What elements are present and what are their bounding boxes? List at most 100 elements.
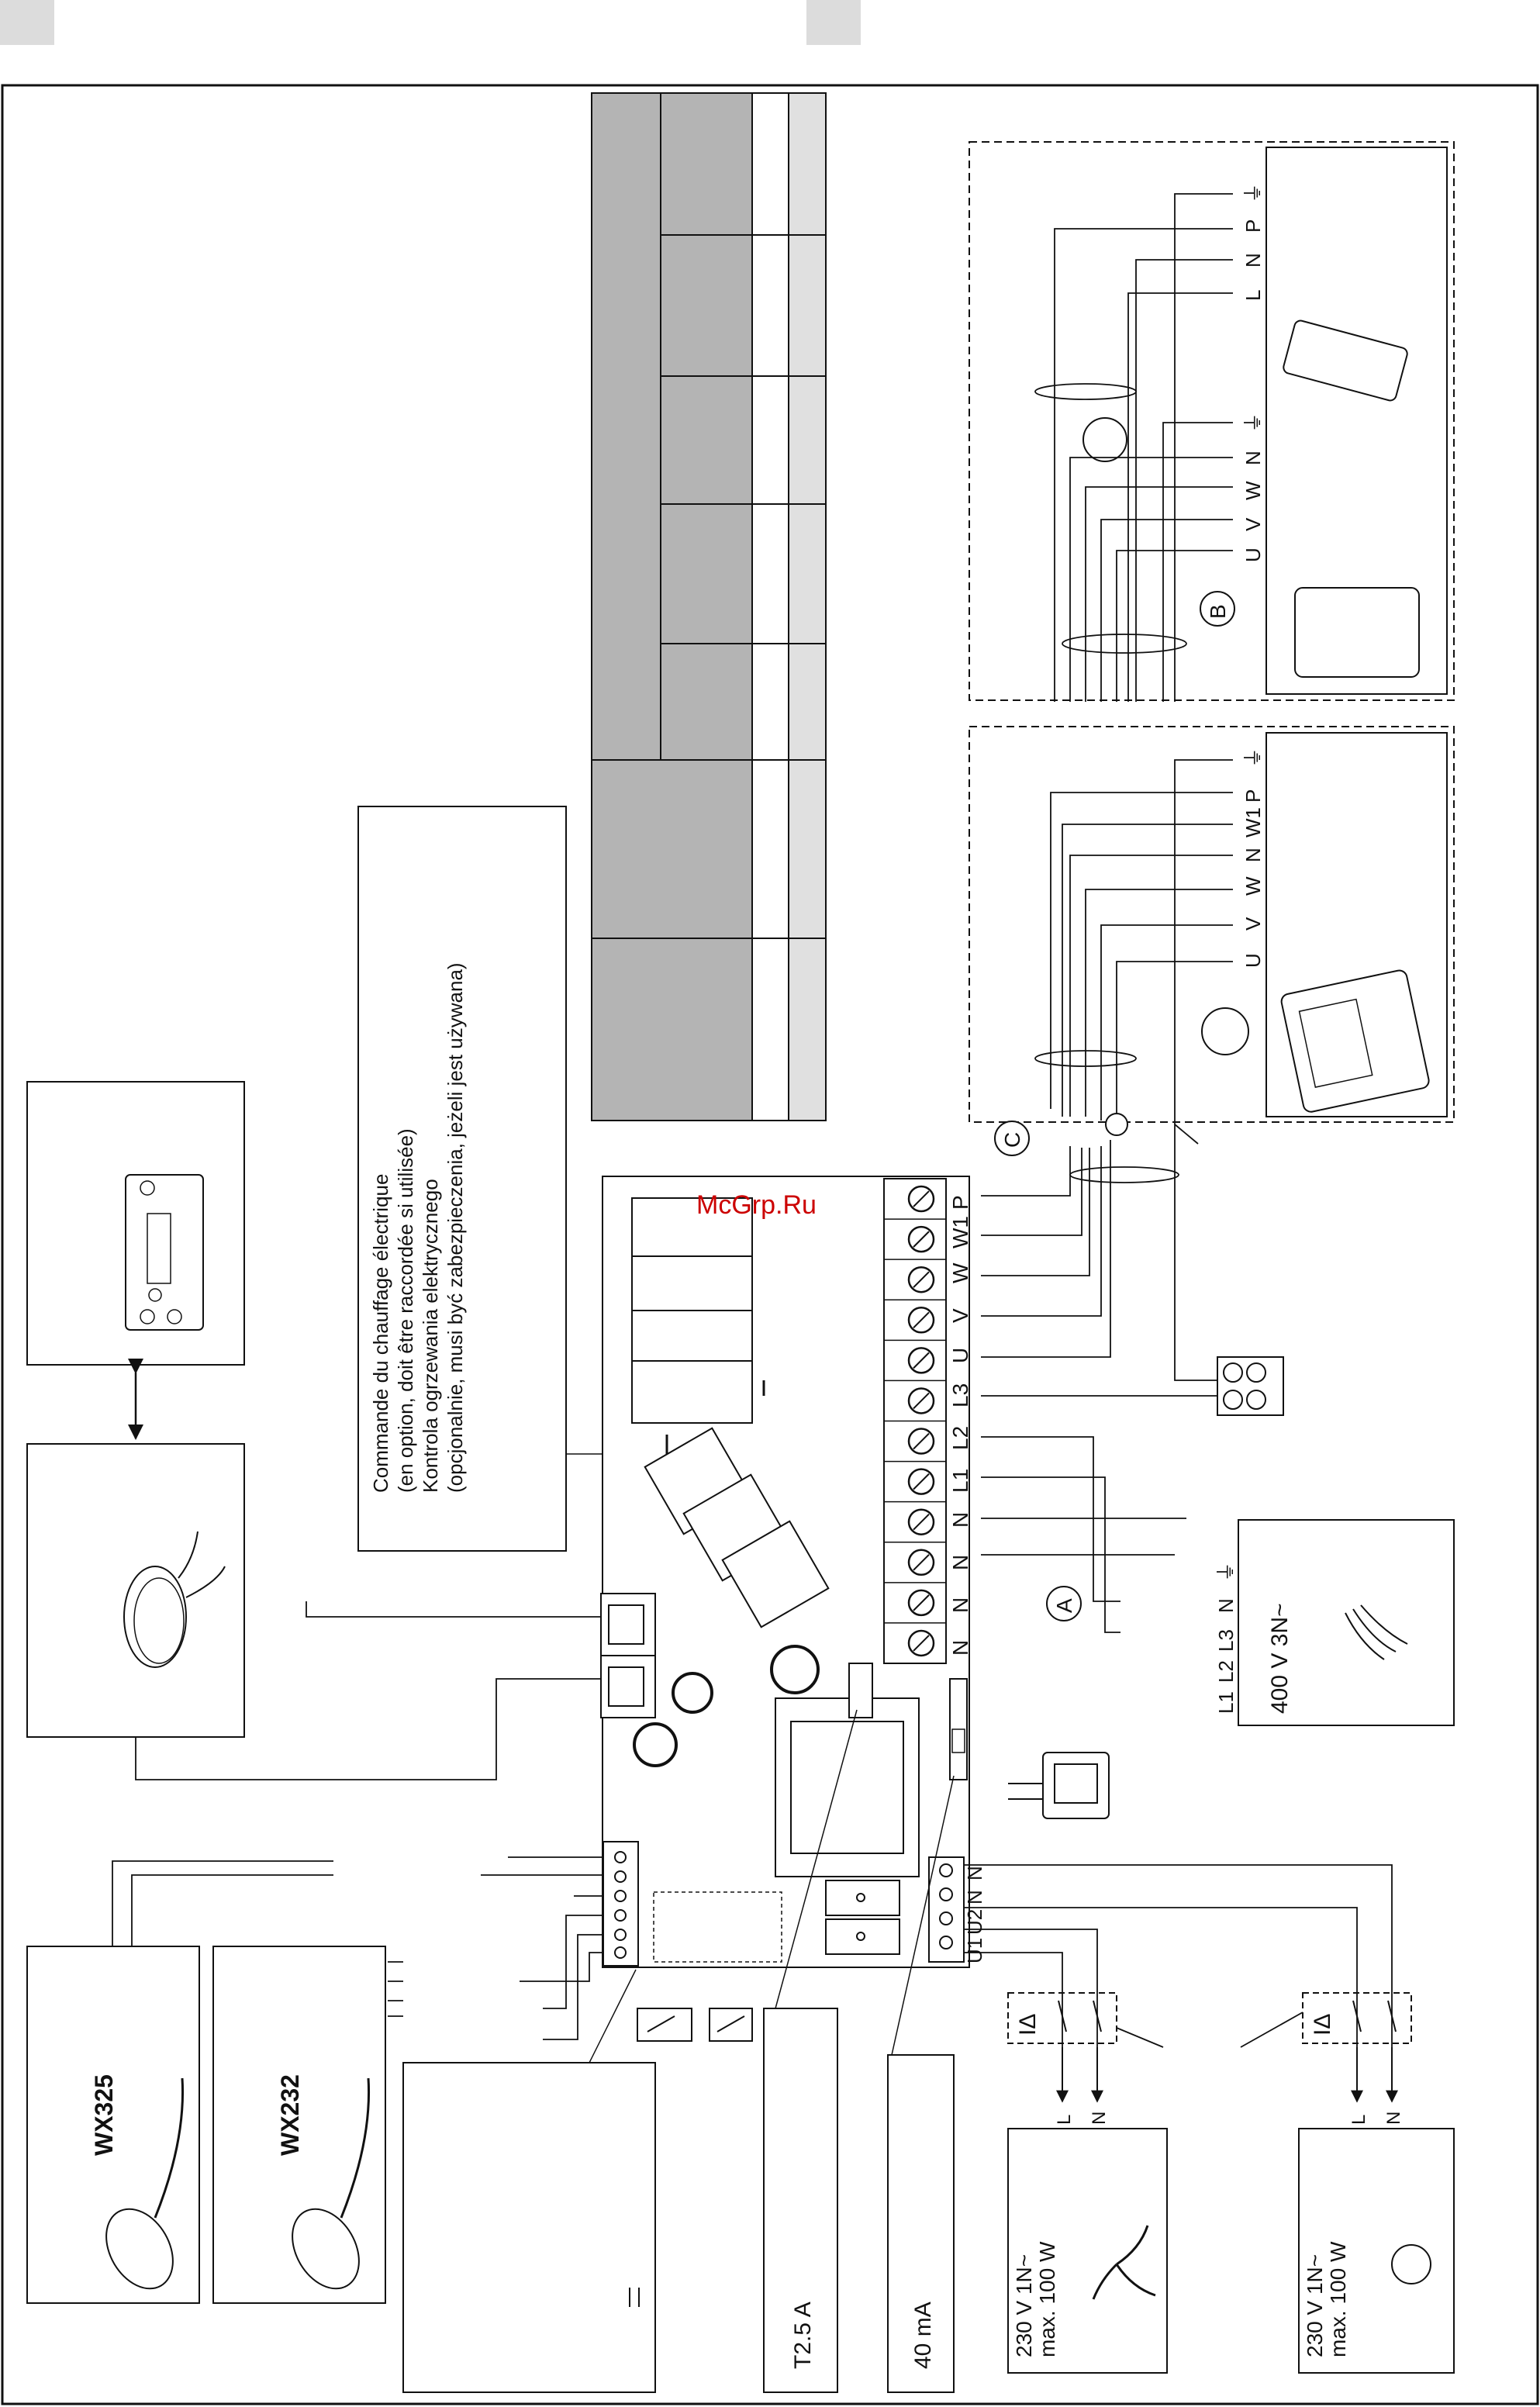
marker-a-circle (1046, 1586, 1082, 1621)
note-line-2: (en option, doit être raccordée si utili… (394, 1128, 417, 1493)
terminal-screw-slot (913, 1231, 930, 1248)
terminal-screw-slot (913, 1473, 930, 1490)
terminal-screw-slot (913, 1190, 930, 1207)
hw-label-w1: W1 (1241, 807, 1265, 837)
terminal-screw[interactable] (907, 1185, 935, 1213)
terminal-screw-slot (913, 1311, 930, 1328)
main-terminal-block (883, 1178, 947, 1664)
contact-switches (637, 2008, 753, 2042)
terminal-screw[interactable] (907, 1347, 935, 1374)
relay-output-wires (964, 1864, 1393, 2086)
terminal-label-n3: N (948, 1555, 972, 1570)
rcd-light-symbol: IΔ (1310, 2014, 1335, 2036)
terminal-label-n4: N (948, 1512, 972, 1528)
hd2-label-l: L (1241, 290, 1265, 301)
terminal-screw-slot (913, 1432, 930, 1450)
sensor-wx325-box: WX325 (26, 1946, 200, 2304)
lightbulb-icon (1391, 2244, 1431, 2284)
terminal-label-v: V (948, 1308, 972, 1323)
sensor-wx232-box: WX232 (212, 1946, 386, 2304)
control-panel-box (26, 1081, 245, 1366)
fan-output-box: 230 V 1N~ max. 100 W L N (1007, 2112, 1168, 2374)
terminal-label-p: P (948, 1195, 972, 1210)
relay-label-u1: U1 (963, 1938, 986, 1963)
hd-label-ground: ⏚ (1241, 413, 1265, 433)
hw-label-ground: ⏚ (1241, 748, 1265, 768)
minus-button-icon (167, 1309, 182, 1324)
terminal-screw[interactable] (907, 1307, 935, 1334)
module-box (402, 2062, 656, 2393)
heater-box-delta: B (969, 141, 1455, 701)
hd-label-w: W (1241, 481, 1265, 500)
sensor-terminal-block (603, 1841, 639, 1967)
terminal-screw-slot (913, 1635, 930, 1652)
hd-label-n: N (1241, 451, 1265, 465)
fuse-label: T2.5 A (790, 2302, 816, 2369)
hw-label-v: V (1241, 917, 1265, 931)
fan-supply-line2: max. 100 W (1035, 2241, 1059, 2357)
supply-rating: 400 V 3N~ (1267, 1603, 1293, 1714)
supply-l2: L2 (1214, 1660, 1238, 1683)
hw-label-w: W (1241, 876, 1265, 896)
cable-junction (1105, 1113, 1128, 1136)
terminal-screw[interactable] (907, 1225, 935, 1253)
page-frame (1, 84, 1539, 2405)
terminal-screw[interactable] (907, 1508, 935, 1535)
supply-ground: ⏚ (1214, 1562, 1238, 1582)
marker-b: B (1206, 604, 1230, 619)
left-wires (112, 1601, 603, 2040)
heater-wires (1034, 193, 1256, 1381)
heater-delta-labels: U V W N ⏚ L N P ⏚ (1241, 183, 1265, 562)
relay-terminal-block: N N U2 U1 (928, 1856, 986, 1963)
heater-wye-labels: U V W N W1 P ⏚ (1241, 748, 1265, 968)
terminal-label-l1: L1 (948, 1469, 972, 1493)
fan-n: N (1089, 2112, 1110, 2125)
hw-label-p: P (1241, 789, 1265, 803)
supply-n: N (1214, 1598, 1238, 1613)
relay-label-u2: U2 (963, 1909, 986, 1935)
terminal-screw[interactable] (907, 1589, 935, 1617)
heater-box-wye (969, 726, 1455, 1123)
supply-l1: L1 (1214, 1691, 1238, 1714)
hd2-label-ground: ⏚ (1241, 183, 1265, 203)
marker-c: C (1000, 1132, 1024, 1148)
sensor-wx232-label: WX232 (276, 2074, 304, 2156)
supply-box: L1 L2 L3 N ⏚ 400 V 3N~ (1214, 1519, 1455, 1726)
plus-button-icon (140, 1309, 155, 1324)
marker-a: A (1052, 1598, 1076, 1613)
hd-label-v: V (1241, 517, 1265, 531)
rcd-light: IΔ (1302, 1992, 1412, 2044)
terminal-screw[interactable] (907, 1629, 935, 1657)
terminal-screw[interactable] (907, 1428, 935, 1455)
terminal-screw-slot (913, 1514, 930, 1531)
page-tab-right (806, 0, 861, 45)
fan-icon (1092, 2225, 1156, 2300)
cable-coil-box (26, 1443, 245, 1738)
light-output-box: 230 V 1N~ max. 100 W L N (1298, 2112, 1455, 2374)
terminal-screw-slot (913, 1352, 930, 1369)
terminal-screw[interactable] (907, 1266, 935, 1293)
grey-table (591, 92, 827, 1121)
watermark: McGrp.Ru (696, 1190, 817, 1220)
terminal-label-w1: W1 (948, 1216, 972, 1248)
current-label: 40 mA (910, 2302, 936, 2369)
terminal-screw[interactable] (907, 1468, 935, 1495)
marker-c-circle (994, 1121, 1030, 1156)
note-line-3: Kontrola ogrzewania elektrycznego (419, 1179, 442, 1493)
terminal-screw-slot (913, 1271, 930, 1288)
hw-label-n: N (1241, 848, 1265, 862)
relay-label-n2: N (963, 1866, 986, 1880)
light-supply-line1: 230 V 1N~ (1303, 2254, 1327, 2357)
terminal-screw[interactable] (907, 1387, 935, 1414)
fan-l: L (1054, 2115, 1075, 2125)
terminal-screw[interactable] (907, 1549, 935, 1576)
light-supply-line2: max. 100 W (1326, 2241, 1350, 2357)
sensor-wx325-label: WX325 (90, 2074, 118, 2156)
terminal-screw-slot (913, 1554, 930, 1571)
power-button-icon (140, 1180, 155, 1196)
light-l: L (1348, 2115, 1369, 2125)
terminal-wires (981, 1124, 1241, 1633)
fan-supply-line1: 230 V 1N~ (1012, 2254, 1036, 2357)
hd2-label-p: P (1241, 219, 1265, 233)
